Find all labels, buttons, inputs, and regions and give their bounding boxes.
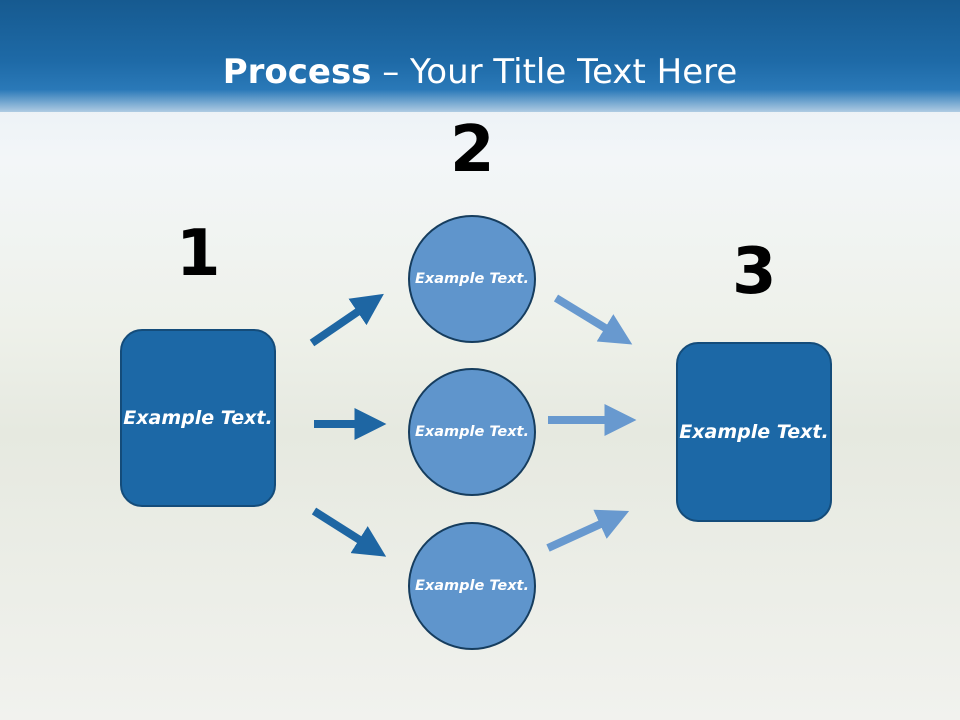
slide-title: Process – Your Title Text Here xyxy=(0,52,960,92)
step-2-number: 2 xyxy=(450,113,495,187)
title-bar xyxy=(0,0,960,112)
step-2-circle-middle: Example Text. xyxy=(408,368,536,496)
circle-middle-text: Example Text. xyxy=(414,423,530,440)
title-bold: Process xyxy=(222,52,372,92)
step-1-box: Example Text. xyxy=(120,329,276,507)
circle-top-text: Example Text. xyxy=(414,270,530,287)
circle-bottom-text: Example Text. xyxy=(414,577,530,594)
title-rest: – Your Title Text Here xyxy=(371,52,738,92)
arrow-1-to-bottom xyxy=(311,507,387,557)
arrow-1-to-top xyxy=(309,293,384,347)
step-1-text: Example Text. xyxy=(123,406,273,429)
step-3-number: 3 xyxy=(732,235,777,309)
step-3-box: Example Text. xyxy=(676,342,832,522)
step-2-circle-bottom: Example Text. xyxy=(408,522,536,650)
step-3-text: Example Text. xyxy=(679,420,829,443)
step-2-circle-top: Example Text. xyxy=(408,215,536,343)
step-1-number: 1 xyxy=(176,217,221,291)
arrow-bottom-to-3 xyxy=(546,509,630,552)
arrow-top-to-3 xyxy=(553,294,633,345)
